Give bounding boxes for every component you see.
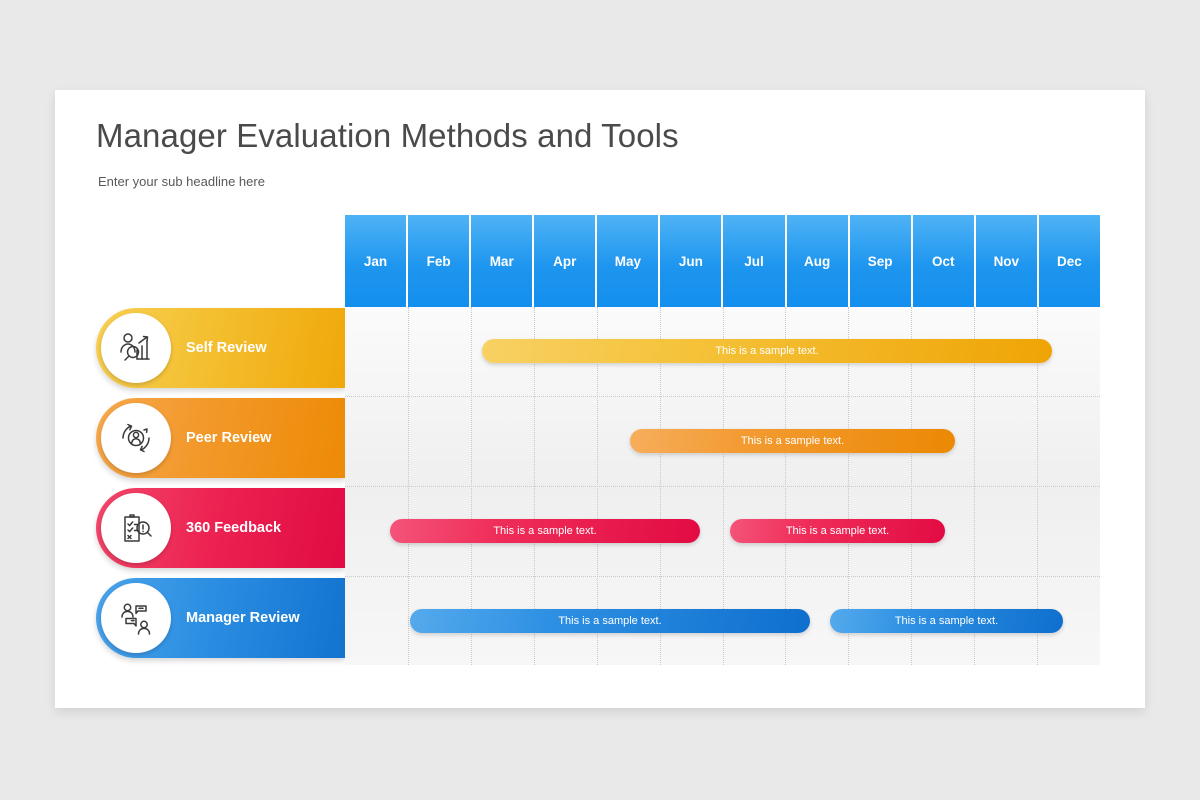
clipboard-magnifier-icon <box>101 493 171 563</box>
gantt-bar[interactable]: This is a sample text. <box>830 609 1063 633</box>
month-cell-oct[interactable]: Oct <box>912 215 976 307</box>
row-label-text: 360 Feedback <box>186 520 282 536</box>
row-label-self-review[interactable]: Self Review <box>96 308 345 388</box>
month-cell-jul[interactable]: Jul <box>723 215 787 307</box>
gantt-grid-body: This is a sample text. This is a sample … <box>345 307 1100 665</box>
month-cell-dec[interactable]: Dec <box>1038 215 1100 307</box>
two-people-discussion-icon <box>101 583 171 653</box>
row-label-text: Manager Review <box>186 610 300 626</box>
month-cell-mar[interactable]: Mar <box>471 215 535 307</box>
month-cell-jun[interactable]: Jun <box>660 215 724 307</box>
page-title: Manager Evaluation Methods and Tools <box>96 117 679 154</box>
gantt-chart: Jan Feb Mar Apr May Jun Jul Aug Sep Oct … <box>345 215 1100 665</box>
row-label-column: Self Review Peer Review <box>96 90 386 708</box>
gantt-bar[interactable]: This is a sample text. <box>730 519 945 543</box>
person-chart-magnifier-icon <box>101 313 171 383</box>
gantt-bar[interactable]: This is a sample text. <box>630 429 955 453</box>
row-label-360-feedback[interactable]: 360 Feedback <box>96 488 345 568</box>
month-cell-aug[interactable]: Aug <box>786 215 850 307</box>
month-cell-may[interactable]: May <box>597 215 661 307</box>
slide-card: Manager Evaluation Methods and Tools Ent… <box>55 90 1145 708</box>
month-cell-feb[interactable]: Feb <box>408 215 472 307</box>
row-label-manager-review[interactable]: Manager Review <box>96 578 345 658</box>
gantt-bar[interactable]: This is a sample text. <box>390 519 700 543</box>
page-subtitle: Enter your sub headline here <box>98 174 265 189</box>
gridline-horizontal <box>345 486 1100 487</box>
gridline-horizontal <box>345 396 1100 397</box>
month-cell-jan[interactable]: Jan <box>345 215 409 307</box>
gridline-horizontal <box>345 576 1100 577</box>
gantt-bar[interactable]: This is a sample text. <box>482 339 1052 363</box>
row-label-peer-review[interactable]: Peer Review <box>96 398 345 478</box>
circular-feedback-person-icon <box>101 403 171 473</box>
month-cell-sep[interactable]: Sep <box>849 215 913 307</box>
row-label-text: Self Review <box>186 340 267 356</box>
month-cell-apr[interactable]: Apr <box>534 215 598 307</box>
gantt-bar[interactable]: This is a sample text. <box>410 609 810 633</box>
row-label-text: Peer Review <box>186 430 272 446</box>
month-cell-nov[interactable]: Nov <box>975 215 1039 307</box>
month-header-row: Jan Feb Mar Apr May Jun Jul Aug Sep Oct … <box>345 215 1100 307</box>
